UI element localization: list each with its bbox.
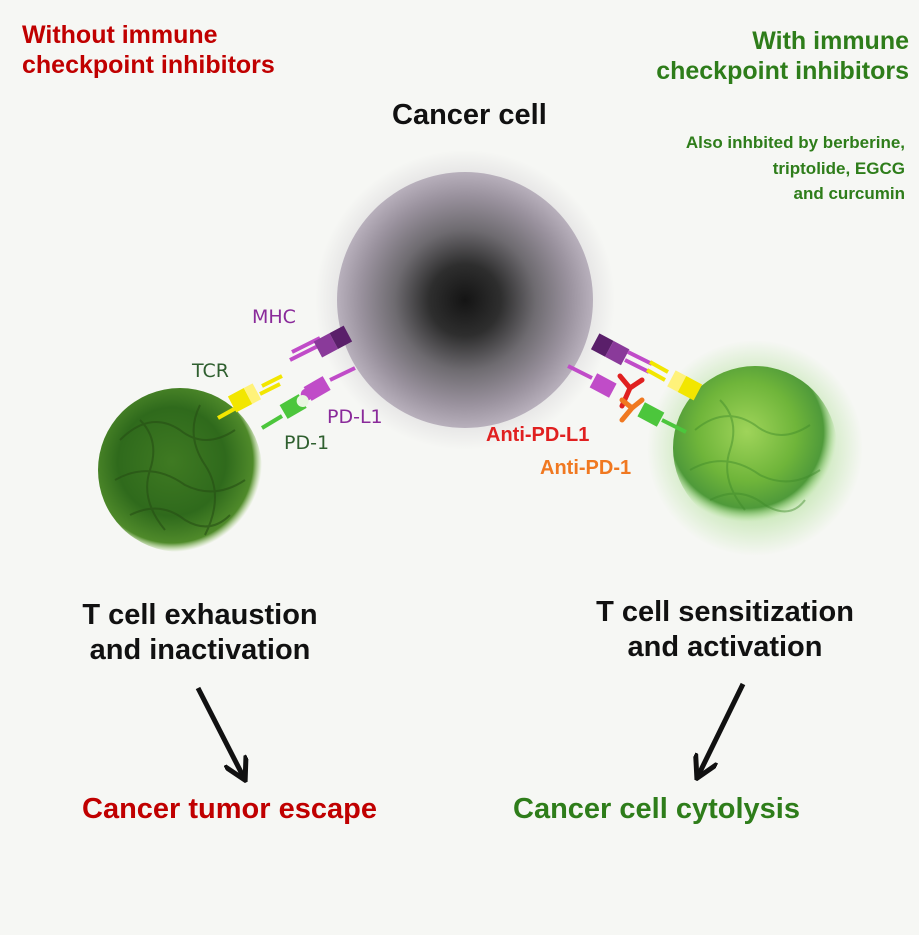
right-state-line1: T cell sensitization <box>596 596 854 628</box>
mhc-label: MHC <box>252 306 296 328</box>
cancer-cell <box>315 150 615 450</box>
right-heading-line2: checkpoint inhibitors <box>656 57 909 85</box>
left-pdl1-pd1-complex <box>260 366 356 430</box>
left-heading: Without immune checkpoint inhibitors <box>22 20 275 80</box>
activated-t-cell <box>647 340 863 556</box>
left-arrow <box>195 686 244 778</box>
right-pd1 <box>637 402 687 434</box>
note-line2: triptolide, EGCG <box>772 158 905 178</box>
left-heading-line1: Without immune <box>22 21 218 49</box>
right-state-line2: and activation <box>627 630 823 663</box>
right-pdl1-blocked <box>567 364 617 398</box>
cancer-cell-title: Cancer cell <box>392 99 547 131</box>
left-state: T cell exhaustion and inactivation <box>50 598 350 668</box>
right-mhc-tcr-complex <box>590 333 703 401</box>
pdl1-label: PD-L1 <box>327 406 383 428</box>
left-result: Cancer tumor escape <box>82 793 377 825</box>
exhausted-t-cell <box>98 388 262 552</box>
note-line1: Also inhbited by berberine, <box>685 133 905 152</box>
anti-pd1-label: Anti-PD-1 <box>540 457 632 479</box>
pd1-label: PD-1 <box>284 432 330 454</box>
left-state-line1: T cell exhaustion <box>82 599 318 631</box>
anti-pdl1-label: Anti-PD-L1 <box>486 424 590 446</box>
right-state: T cell sensitization and activation <box>575 595 875 665</box>
right-heading: With immune checkpoint inhibitors <box>656 26 909 86</box>
natural-inhibitors-note: Also inhbited by berberine, triptolide, … <box>686 130 905 207</box>
right-arrow <box>698 682 746 776</box>
left-heading-line2: checkpoint inhibitors <box>22 51 275 79</box>
left-mhc-tcr-complex <box>217 325 353 420</box>
tcr-label: TCR <box>192 360 229 382</box>
anti-pd1-antibody <box>619 397 645 423</box>
note-line3: and curcumin <box>793 184 905 203</box>
right-heading-line1: With immune <box>752 27 909 55</box>
right-result: Cancer cell cytolysis <box>513 793 800 825</box>
left-state-line2: and inactivation <box>89 633 311 666</box>
